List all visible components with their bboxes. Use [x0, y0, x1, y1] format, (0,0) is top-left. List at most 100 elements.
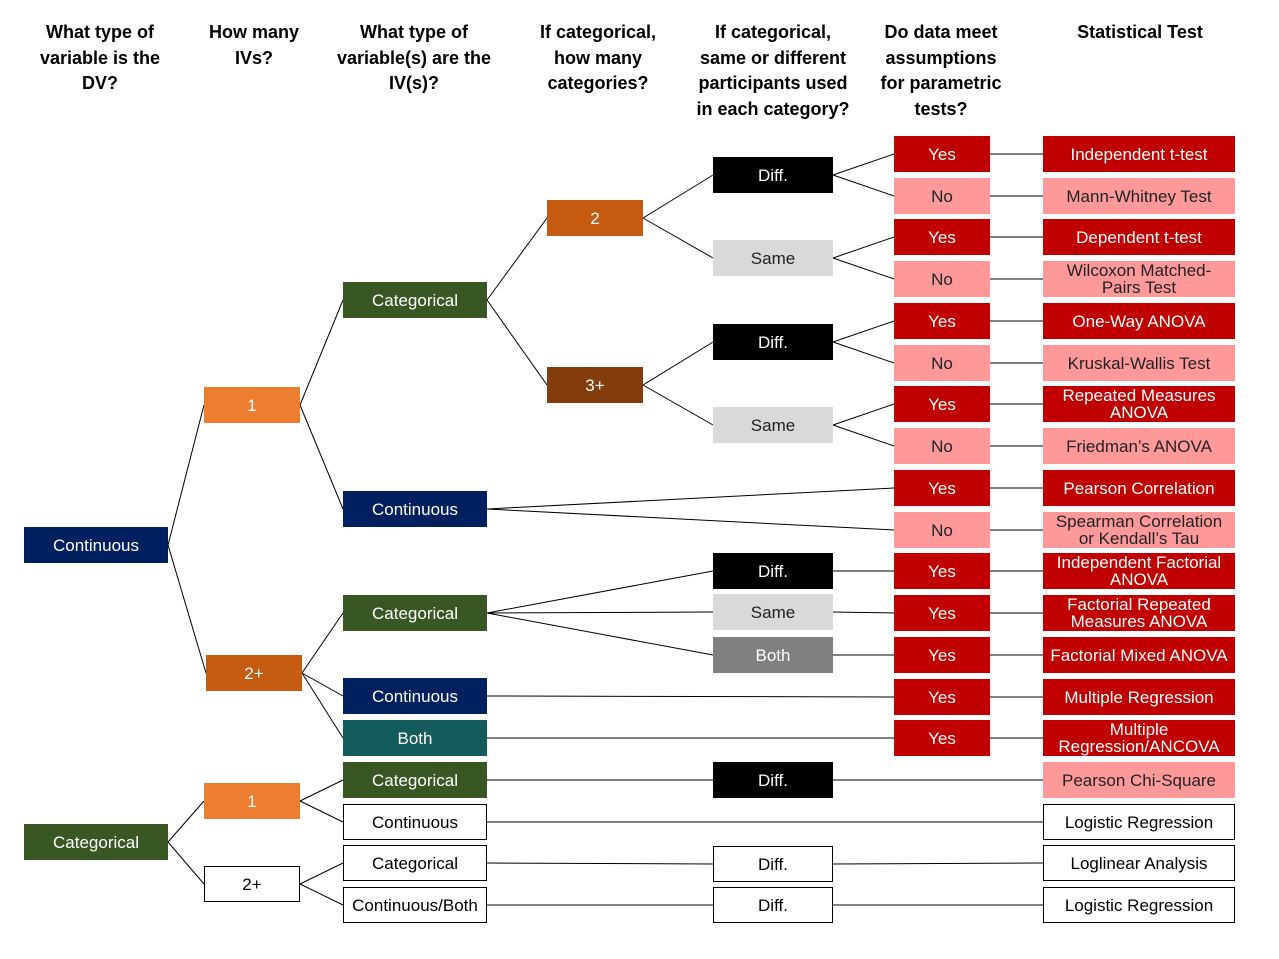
connector-p_diff1-to-a_n1 [832, 174, 895, 197]
connector-dv_cont-to-iv2_a [167, 544, 207, 674]
header-category-count: If categorical, how many categories? [539, 22, 657, 93]
connector-t_cont2-to-a_y9 [486, 695, 895, 698]
node-label: Continuous [52, 535, 139, 555]
node-t-cont1: Continuous [343, 491, 487, 527]
node-label: Same [750, 415, 796, 435]
node-a-n2: No [894, 261, 990, 297]
node-a-y5: Yes [894, 470, 990, 506]
connector-iv2_a-to-t_cont2 [301, 672, 344, 697]
connector-p_same1-to-a_n2 [832, 257, 895, 280]
node-t-cont3: Continuous [343, 804, 487, 840]
connector-p_same1-to-a_y2 [832, 236, 895, 259]
node-label: No [931, 353, 953, 373]
node-a-y3: Yes [894, 303, 990, 339]
node-a-y7: Yes [894, 595, 990, 631]
node-label: No [931, 186, 953, 206]
node-label: No [931, 269, 953, 289]
header-iv-type: What type of variable(s) are the IV(s)? [336, 22, 492, 93]
connector-iv2_b-to-t_cat4 [299, 862, 344, 885]
connector-dv_cat-to-iv1_b [167, 800, 205, 843]
node-s1: Independent t-test [1043, 136, 1235, 172]
node-s14: Multiple Regression [1043, 679, 1235, 715]
node-label: Both [755, 645, 791, 665]
node-s6: Kruskal-Wallis Test [1043, 345, 1235, 381]
connector-dv_cont-to-iv1_a [167, 404, 205, 546]
connector-k2-to-p_diff1 [642, 174, 714, 219]
connector-iv1_b-to-t_cont3 [299, 800, 344, 823]
node-label: 3+ [585, 375, 605, 395]
node-k3: 3+ [547, 367, 643, 403]
connector-iv2_b-to-t_contboth [299, 883, 344, 906]
node-k2: 2 [547, 200, 643, 236]
node-label: Categorical [372, 770, 458, 790]
node-label: Independent Factorial ANOVA [1056, 553, 1222, 589]
node-t-contboth: Continuous/Both [343, 887, 487, 923]
connector-t_cat2-to-p_same3 [486, 611, 714, 614]
node-label: Continuous/Both [352, 895, 478, 915]
connector-iv1_a-to-t_cat1 [299, 299, 344, 406]
node-label: Factorial Mixed ANOVA [1050, 645, 1228, 665]
node-s15: Multiple Regression/ANCOVA [1043, 720, 1235, 756]
node-label: Pearson Correlation [1063, 478, 1215, 498]
node-t-cont2: Continuous [343, 678, 487, 714]
node-iv2-a: 2+ [206, 655, 302, 691]
node-p-both3: Both [713, 637, 833, 673]
node-label: Diff. [758, 332, 788, 352]
node-p-same1: Same [713, 240, 833, 276]
node-label: Yes [928, 144, 956, 164]
node-label: Dependent t-test [1076, 227, 1202, 247]
node-label: Yes [928, 645, 956, 665]
node-label: Yes [928, 687, 956, 707]
node-iv2-b: 2+ [204, 866, 300, 902]
header-statistical-test: Statistical Test [1077, 22, 1203, 42]
connector-t_cat2-to-p_diff3 [486, 570, 714, 614]
connector-t_cont1-to-a_y5 [486, 487, 895, 510]
node-label: Yes [928, 603, 956, 623]
node-t-cat3: Categorical [343, 762, 487, 798]
node-label: No [931, 520, 953, 540]
header-parametric: Do data meet assumptions for parametric … [880, 22, 1002, 119]
node-dv-cont: Continuous [24, 527, 168, 563]
node-a-n5: No [894, 512, 990, 548]
node-p-diff1: Diff. [713, 157, 833, 193]
node-p-diff5: Diff. [713, 846, 833, 882]
node-label: Diff. [758, 854, 788, 874]
node-t-cat2: Categorical [343, 595, 487, 631]
connector-p_same2-to-a_n4 [832, 424, 895, 447]
connector-p_diff2-to-a_n3 [832, 341, 895, 364]
node-label: Same [750, 602, 796, 622]
node-t-cat1: Categorical [343, 282, 487, 318]
node-label: Categorical [372, 853, 458, 873]
node-label: Diff. [758, 895, 788, 915]
node-a-y9: Yes [894, 679, 990, 715]
node-label: 2 [590, 208, 600, 228]
node-label: Mann-Whitney Test [1066, 186, 1212, 206]
node-label: One-Way ANOVA [1072, 311, 1206, 331]
node-a-n4: No [894, 428, 990, 464]
node-s9: Pearson Correlation [1043, 470, 1235, 506]
node-p-same3: Same [713, 594, 833, 630]
node-label: Yes [928, 728, 956, 748]
connector-t_cont1-to-a_n5 [486, 508, 895, 531]
connector-k3-to-p_same2 [642, 384, 714, 426]
node-label: Yes [928, 227, 956, 247]
connector-p_same2-to-a_y4 [832, 403, 895, 426]
node-label: Repeated Measures ANOVA [1062, 386, 1216, 422]
node-label: Logistic Regression [1064, 895, 1214, 915]
node-a-y1: Yes [894, 136, 990, 172]
node-label: Yes [928, 478, 956, 498]
node-dv-cat: Categorical [24, 824, 168, 860]
node-s16: Pearson Chi-Square [1043, 762, 1235, 798]
connector-t_cat1-to-k3 [486, 299, 548, 386]
node-a-y8: Yes [894, 637, 990, 673]
node-label: Wilcoxon Matched- Pairs Test [1066, 261, 1212, 297]
node-a-y2: Yes [894, 219, 990, 255]
connector-t_cat4-to-p_diff5 [486, 862, 714, 865]
node-s12: Factorial Repeated Measures ANOVA [1043, 595, 1235, 631]
node-label: 2+ [244, 663, 264, 683]
connector-dv_cat-to-iv2_b [167, 841, 205, 885]
node-a-n3: No [894, 345, 990, 381]
node-label: Diff. [758, 770, 788, 790]
node-label: Continuous [371, 499, 458, 519]
node-label: Logistic Regression [1064, 812, 1214, 832]
